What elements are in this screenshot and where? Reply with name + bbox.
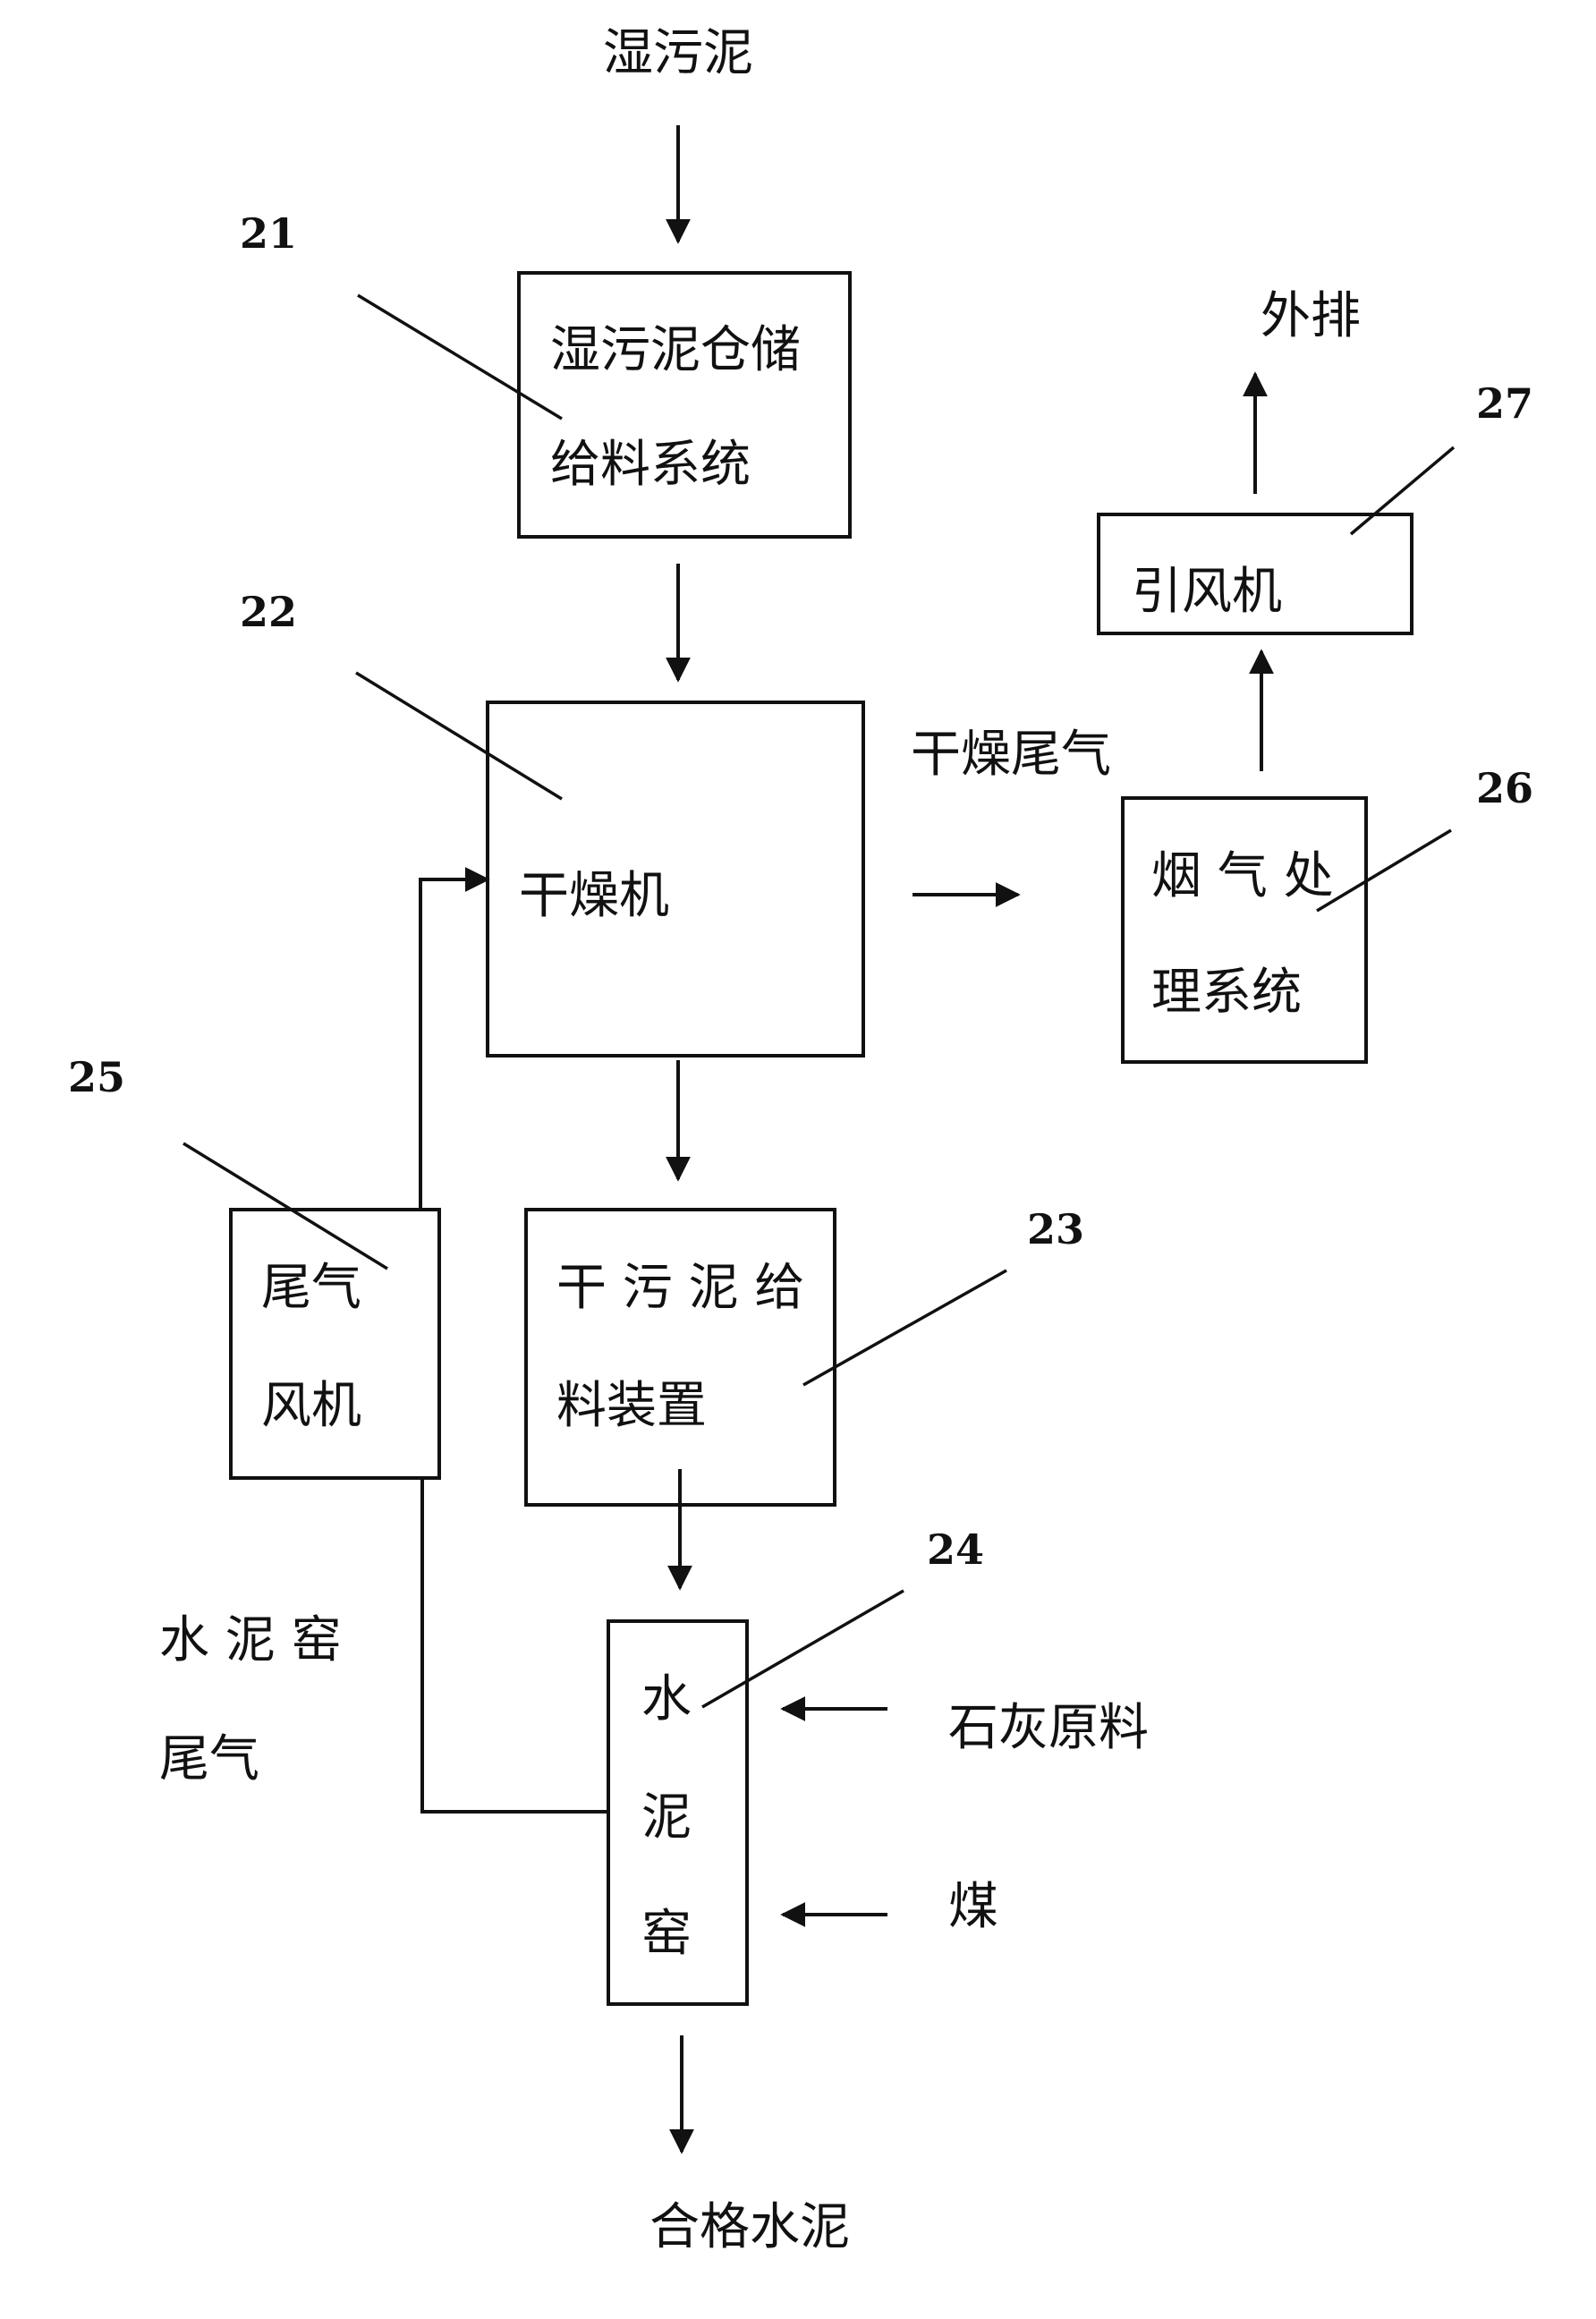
- kiln-label-char1: 水: [641, 1670, 692, 1729]
- discharge-label: 外排: [1261, 287, 1361, 345]
- ref-number-26: 26: [1476, 764, 1533, 812]
- leader-line-27: [1349, 446, 1456, 536]
- leader-line-21: [357, 293, 563, 420]
- flue-gas-box: [1121, 796, 1368, 1064]
- kiln-exhaust-label-line1: 水 泥 窑: [159, 1611, 342, 1669]
- dryer: 干燥机: [486, 701, 865, 1058]
- dry-feed-label-line1: 干 污 泥 给: [556, 1259, 804, 1317]
- dry-sludge-feed-device: 干 污 泥 给 料装置: [524, 1208, 836, 1507]
- arrow-exhaust-fan-to-dryer: [419, 867, 490, 1210]
- exhaust-fan: 尾气 风机: [229, 1208, 441, 1480]
- storage-feed-label-line1: 湿污泥仓储: [550, 321, 801, 379]
- exhaust-fan-label-line1: 尾气: [261, 1259, 361, 1317]
- induced-fan-label: 引风机: [1132, 563, 1282, 621]
- exhaust-fan-box: [229, 1208, 441, 1480]
- storage-feed-box: [517, 271, 852, 539]
- ref-number-21: 21: [240, 209, 297, 258]
- limestone-raw-label: 石灰原料: [948, 1699, 1149, 1757]
- storage-feed-system: 湿污泥仓储 给料系统: [517, 271, 852, 539]
- flue-gas-label-line1: 烟 气 处: [1151, 847, 1334, 905]
- ref-number-22: 22: [240, 588, 297, 636]
- coal-label: 煤: [948, 1878, 998, 1936]
- induced-draft-fan: 引风机: [1097, 513, 1413, 635]
- dry-feed-label-line2: 料装置: [556, 1377, 707, 1435]
- ref-number-25: 25: [68, 1053, 125, 1101]
- induced-fan-box: [1097, 513, 1413, 635]
- line-kiln-exhaust-to-fan: [420, 1478, 608, 1814]
- kiln-exhaust-label-line2: 尾气: [159, 1730, 259, 1788]
- exhaust-fan-label-line2: 风机: [261, 1377, 361, 1435]
- ref-number-23: 23: [1027, 1205, 1084, 1253]
- leader-line-25: [183, 1142, 388, 1270]
- ref-number-24: 24: [927, 1525, 984, 1574]
- leader-line-24: [701, 1589, 904, 1709]
- storage-feed-label-line2: 给料系统: [550, 436, 751, 494]
- wet-sludge-label: 湿污泥: [603, 24, 753, 82]
- leader-line-26: [1316, 828, 1452, 913]
- flue-gas-treatment-system: 烟 气 处 理系统: [1121, 796, 1368, 1064]
- dry-feed-box: [524, 1208, 836, 1507]
- leader-line-22: [355, 671, 563, 801]
- ref-number-27: 27: [1476, 379, 1533, 428]
- kiln-label-char2: 泥: [641, 1788, 692, 1847]
- qualified-cement-label: 合格水泥: [649, 2198, 850, 2256]
- leader-line-23: [802, 1269, 1007, 1387]
- dryer-label: 干燥机: [519, 867, 669, 925]
- drying-exhaust-label: 干燥尾气: [911, 726, 1111, 784]
- kiln-label-char3: 窑: [641, 1905, 692, 1963]
- cement-kiln: 水 泥 窑: [607, 1619, 749, 2006]
- flue-gas-label-line2: 理系统: [1151, 964, 1302, 1022]
